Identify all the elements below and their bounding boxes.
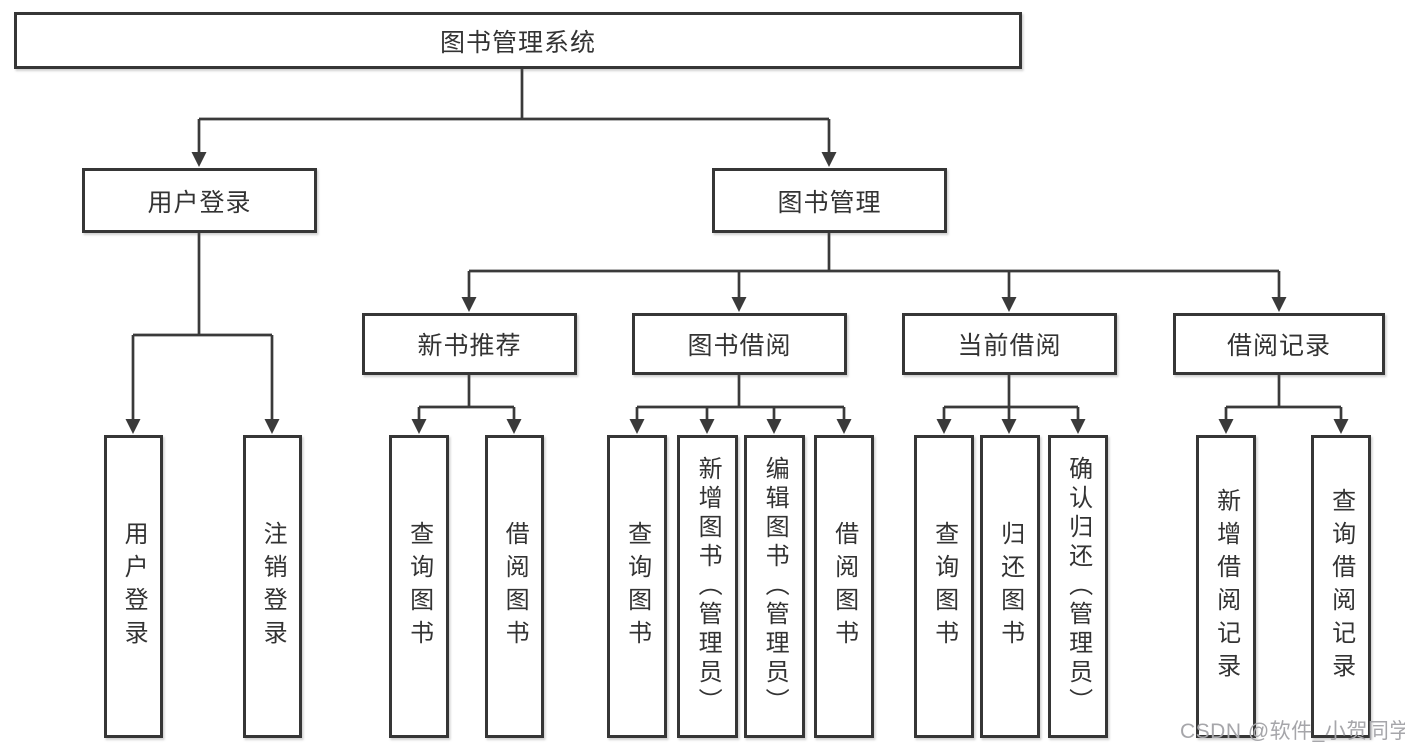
node-label: 新书推荐	[417, 332, 522, 360]
leaf-recommend-query-books: 查询图书	[389, 435, 449, 738]
csdn-watermark: CSDN @软件_小贺同学	[1180, 720, 1405, 743]
node-borrow-records: 借阅记录	[1173, 313, 1385, 375]
node-library-management-system: 图书管理系统	[14, 12, 1022, 69]
leaf-records-query-record: 查询借阅记录	[1311, 435, 1371, 738]
leaf-current-confirm-return-admin: 确认归还（管理员）	[1048, 435, 1108, 738]
node-label: 当前借阅	[957, 332, 1062, 360]
leaf-borrow-borrow-books: 借阅图书	[814, 435, 874, 738]
node-label: 用户登录	[147, 188, 252, 217]
leaf-label: 查询图书	[930, 520, 958, 653]
node-label: 借阅记录	[1226, 332, 1331, 360]
leaf-current-return-books: 归还图书	[980, 435, 1040, 738]
leaf-label: 新增借阅记录	[1212, 487, 1240, 686]
leaf-records-add-record: 新增借阅记录	[1196, 435, 1256, 738]
leaf-label: 查询图书	[623, 520, 651, 653]
node-book-borrow: 图书借阅	[632, 313, 847, 375]
node-label: 图书管理	[777, 188, 882, 217]
leaf-label: 编辑图书（管理员）	[761, 456, 789, 717]
node-current-borrow: 当前借阅	[902, 313, 1117, 375]
leaf-logout-login: 注销登录	[243, 435, 302, 738]
leaf-borrow-edit-books-admin: 编辑图书（管理员）	[744, 435, 805, 738]
leaf-label: 归还图书	[996, 520, 1024, 653]
leaf-label: 确认归还（管理员）	[1064, 456, 1092, 717]
node-label: 图书管理系统	[439, 28, 596, 57]
leaf-label: 借阅图书	[501, 520, 529, 653]
leaf-label: 用户登录	[120, 520, 148, 653]
leaf-label: 查询借阅记录	[1327, 487, 1355, 686]
leaf-borrow-add-books-admin: 新增图书（管理员）	[677, 435, 738, 738]
leaf-recommend-borrow-books: 借阅图书	[485, 435, 544, 738]
leaf-label: 注销登录	[259, 520, 287, 653]
node-new-book-recommend: 新书推荐	[362, 313, 577, 375]
node-book-management: 图书管理	[712, 168, 947, 233]
node-user-login: 用户登录	[82, 168, 317, 233]
node-label: 图书借阅	[687, 332, 792, 360]
leaf-label: 借阅图书	[830, 520, 858, 653]
leaf-label: 新增图书（管理员）	[694, 456, 722, 717]
leaf-borrow-query-books: 查询图书	[607, 435, 667, 738]
leaf-current-query-books: 查询图书	[914, 435, 974, 738]
leaf-label: 查询图书	[405, 520, 433, 653]
leaf-user-login: 用户登录	[104, 435, 163, 738]
